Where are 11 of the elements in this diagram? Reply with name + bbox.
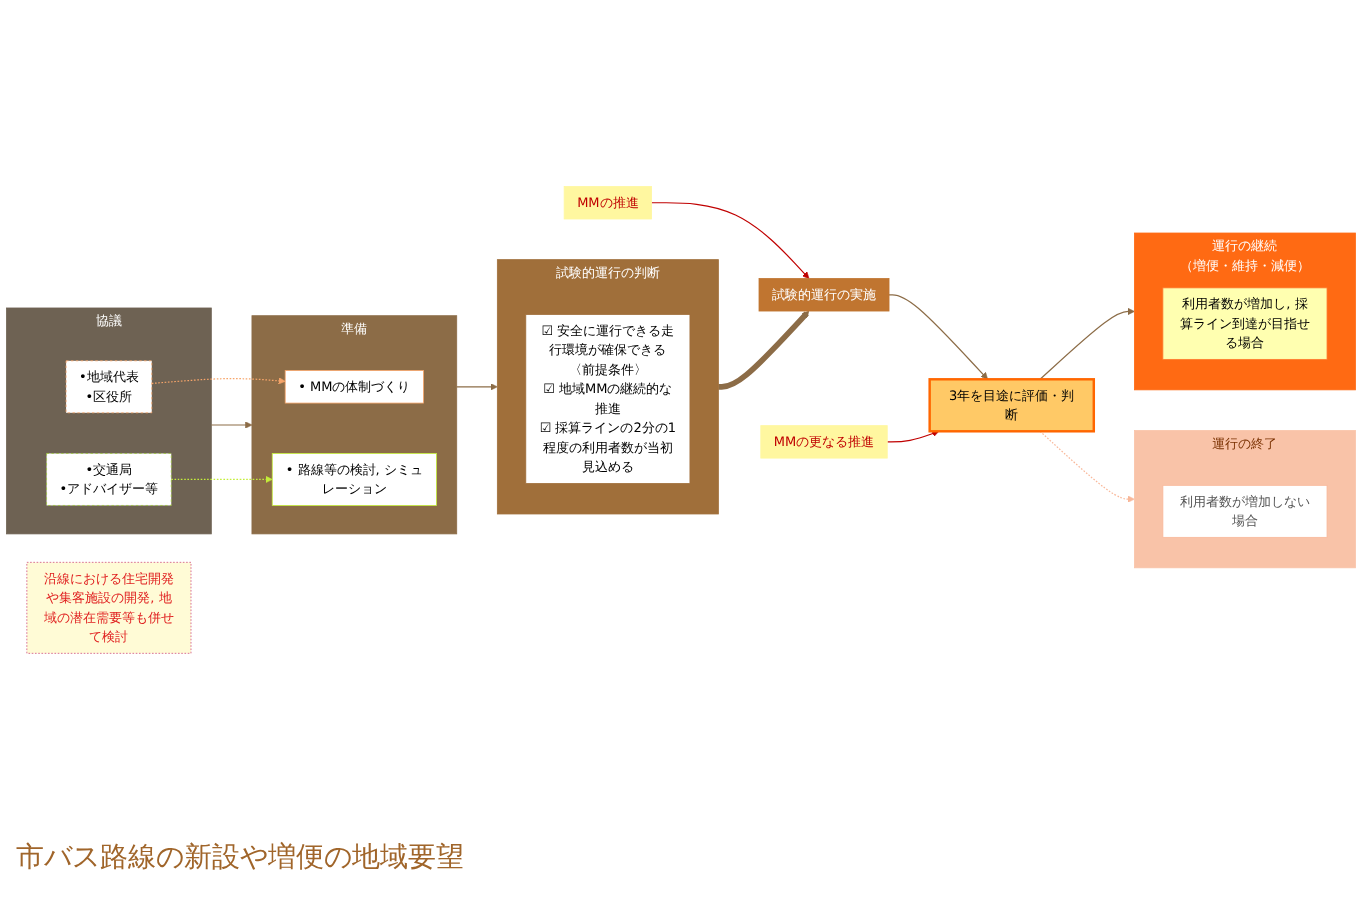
arrow [1039,307,1135,380]
arrow [888,294,988,380]
arrow [1039,430,1135,503]
note-text: 市バス路線の新設や増便の地域要望 [16,840,466,876]
arrow [886,430,940,443]
arrow [210,421,253,429]
arrow [456,383,498,391]
arrow [718,310,810,390]
arrow [651,202,810,279]
arrow [170,475,273,484]
arrow [151,377,286,385]
